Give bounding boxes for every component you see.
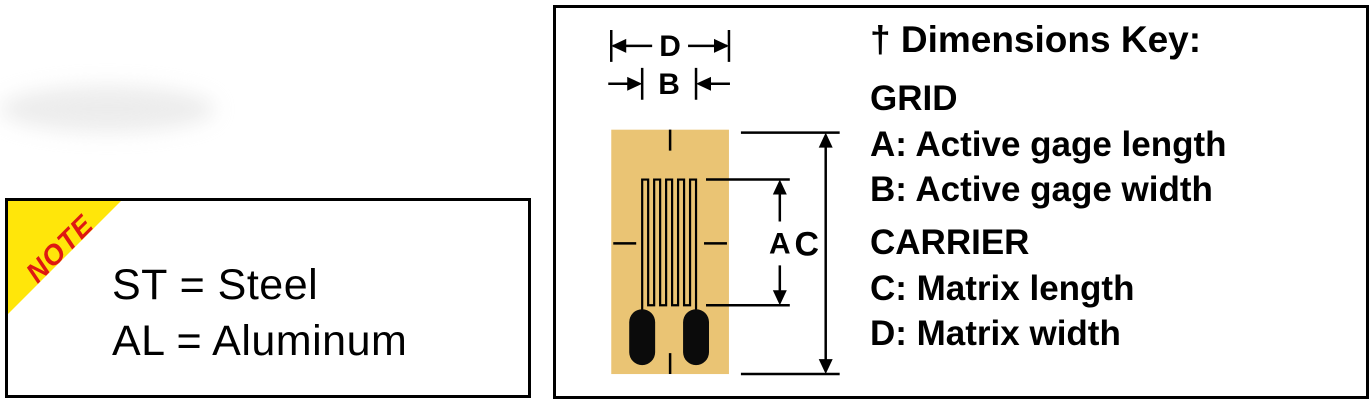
- key-carrier-heading: CARRIER: [870, 223, 1030, 262]
- arrowhead-right-icon: [627, 76, 643, 91]
- note-corner-triangle: [8, 201, 121, 314]
- arrowhead-up-icon: [818, 132, 833, 148]
- dim-b-label: B: [658, 68, 680, 101]
- arrowhead-up-icon: [772, 179, 787, 195]
- strain-gage-diagram: D B A C: [608, 30, 840, 376]
- arrowhead-left-icon: [611, 38, 627, 53]
- alignment-ticks: [613, 129, 727, 375]
- note-text: ST = Steel AL = Aluminum: [112, 257, 407, 369]
- note-box: NOTE ST = Steel AL = Aluminum: [5, 198, 531, 398]
- dimensions-key-box: D B A C: [553, 5, 1369, 399]
- scan-artifact: [0, 86, 215, 132]
- note-line-steel: ST = Steel: [112, 261, 319, 309]
- key-title: † Dimensions Key:: [870, 19, 1202, 60]
- dimension-d: D: [610, 30, 731, 63]
- dimensions-key-text: † Dimensions Key: GRID A: Active gage le…: [866, 8, 1366, 396]
- dimension-c: C: [740, 131, 840, 376]
- key-item-d: D: Matrix width: [870, 314, 1121, 353]
- arrowhead-right-icon: [713, 38, 729, 53]
- dimension-b: B: [608, 68, 730, 101]
- key-grid-heading: GRID: [870, 79, 958, 118]
- solder-pad-right: [683, 309, 710, 366]
- dim-a-label: A: [769, 227, 791, 260]
- note-line-aluminum: AL = Aluminum: [112, 317, 408, 365]
- solder-pad-left: [629, 309, 656, 366]
- gage-grid: [641, 178, 698, 314]
- arrowhead-down-icon: [772, 290, 787, 306]
- key-item-b: B: Active gage width: [870, 170, 1213, 209]
- arrowhead-left-icon: [696, 76, 711, 91]
- key-item-a: A: Active gage length: [870, 125, 1227, 164]
- gage-carrier: [611, 129, 729, 375]
- dim-c-label: C: [795, 225, 820, 263]
- arrowhead-down-icon: [818, 359, 833, 375]
- dimension-a: A: [706, 178, 791, 307]
- dim-d-label: D: [659, 30, 681, 63]
- key-item-c: C: Matrix length: [870, 269, 1135, 308]
